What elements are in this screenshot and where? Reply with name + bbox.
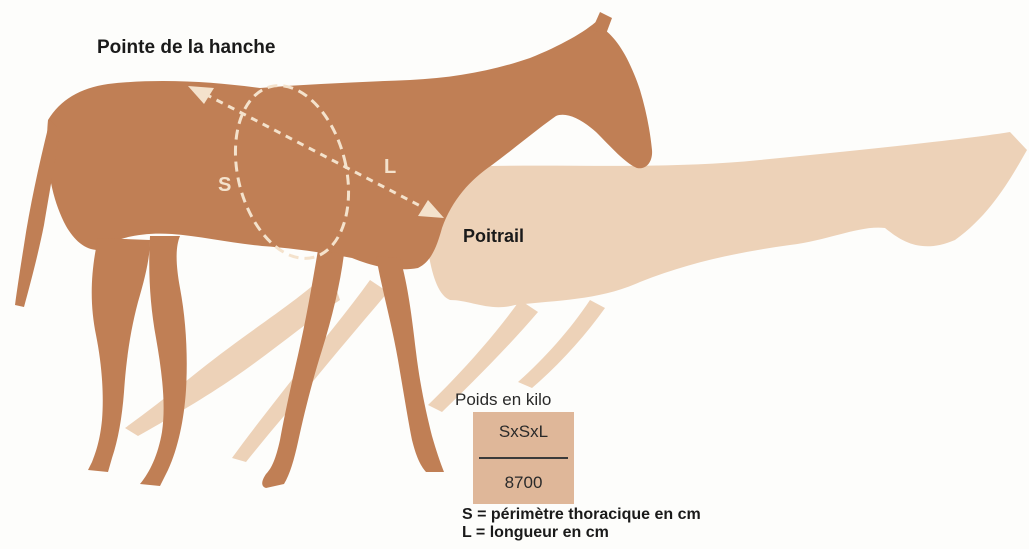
- formula-box: SxSxL 8700: [473, 412, 574, 504]
- girth-marker-label: S: [218, 174, 231, 197]
- chest-label: Poitrail: [463, 226, 524, 247]
- formula-numerator: SxSxL: [473, 422, 574, 442]
- hip-point-label: Pointe de la hanche: [97, 37, 275, 59]
- length-marker-label: L: [384, 156, 396, 179]
- fraction-bar: [479, 457, 568, 459]
- legend-s: S = périmètre thoracique en cm: [462, 506, 701, 524]
- formula-title: Poids en kilo: [455, 390, 551, 410]
- formula-denominator: 8700: [473, 473, 574, 493]
- legend-l: L = longueur en cm: [462, 524, 609, 542]
